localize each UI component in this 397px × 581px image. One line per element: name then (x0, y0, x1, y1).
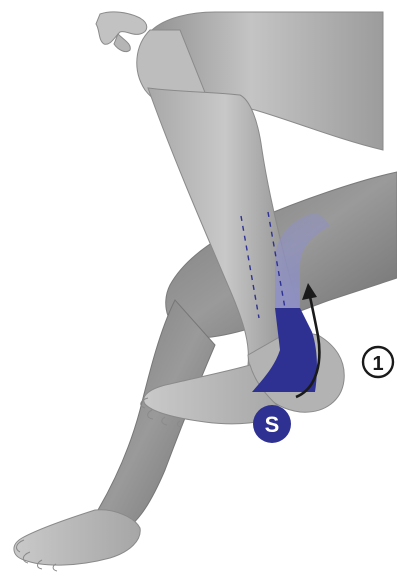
step-indicator: 1 (363, 347, 393, 377)
hand-thumb (114, 34, 130, 52)
badge-letter: S (265, 412, 280, 437)
hand (96, 12, 147, 52)
step-number: 1 (372, 353, 383, 375)
tape-start-badge: S (253, 405, 291, 443)
back-foot (14, 510, 140, 565)
